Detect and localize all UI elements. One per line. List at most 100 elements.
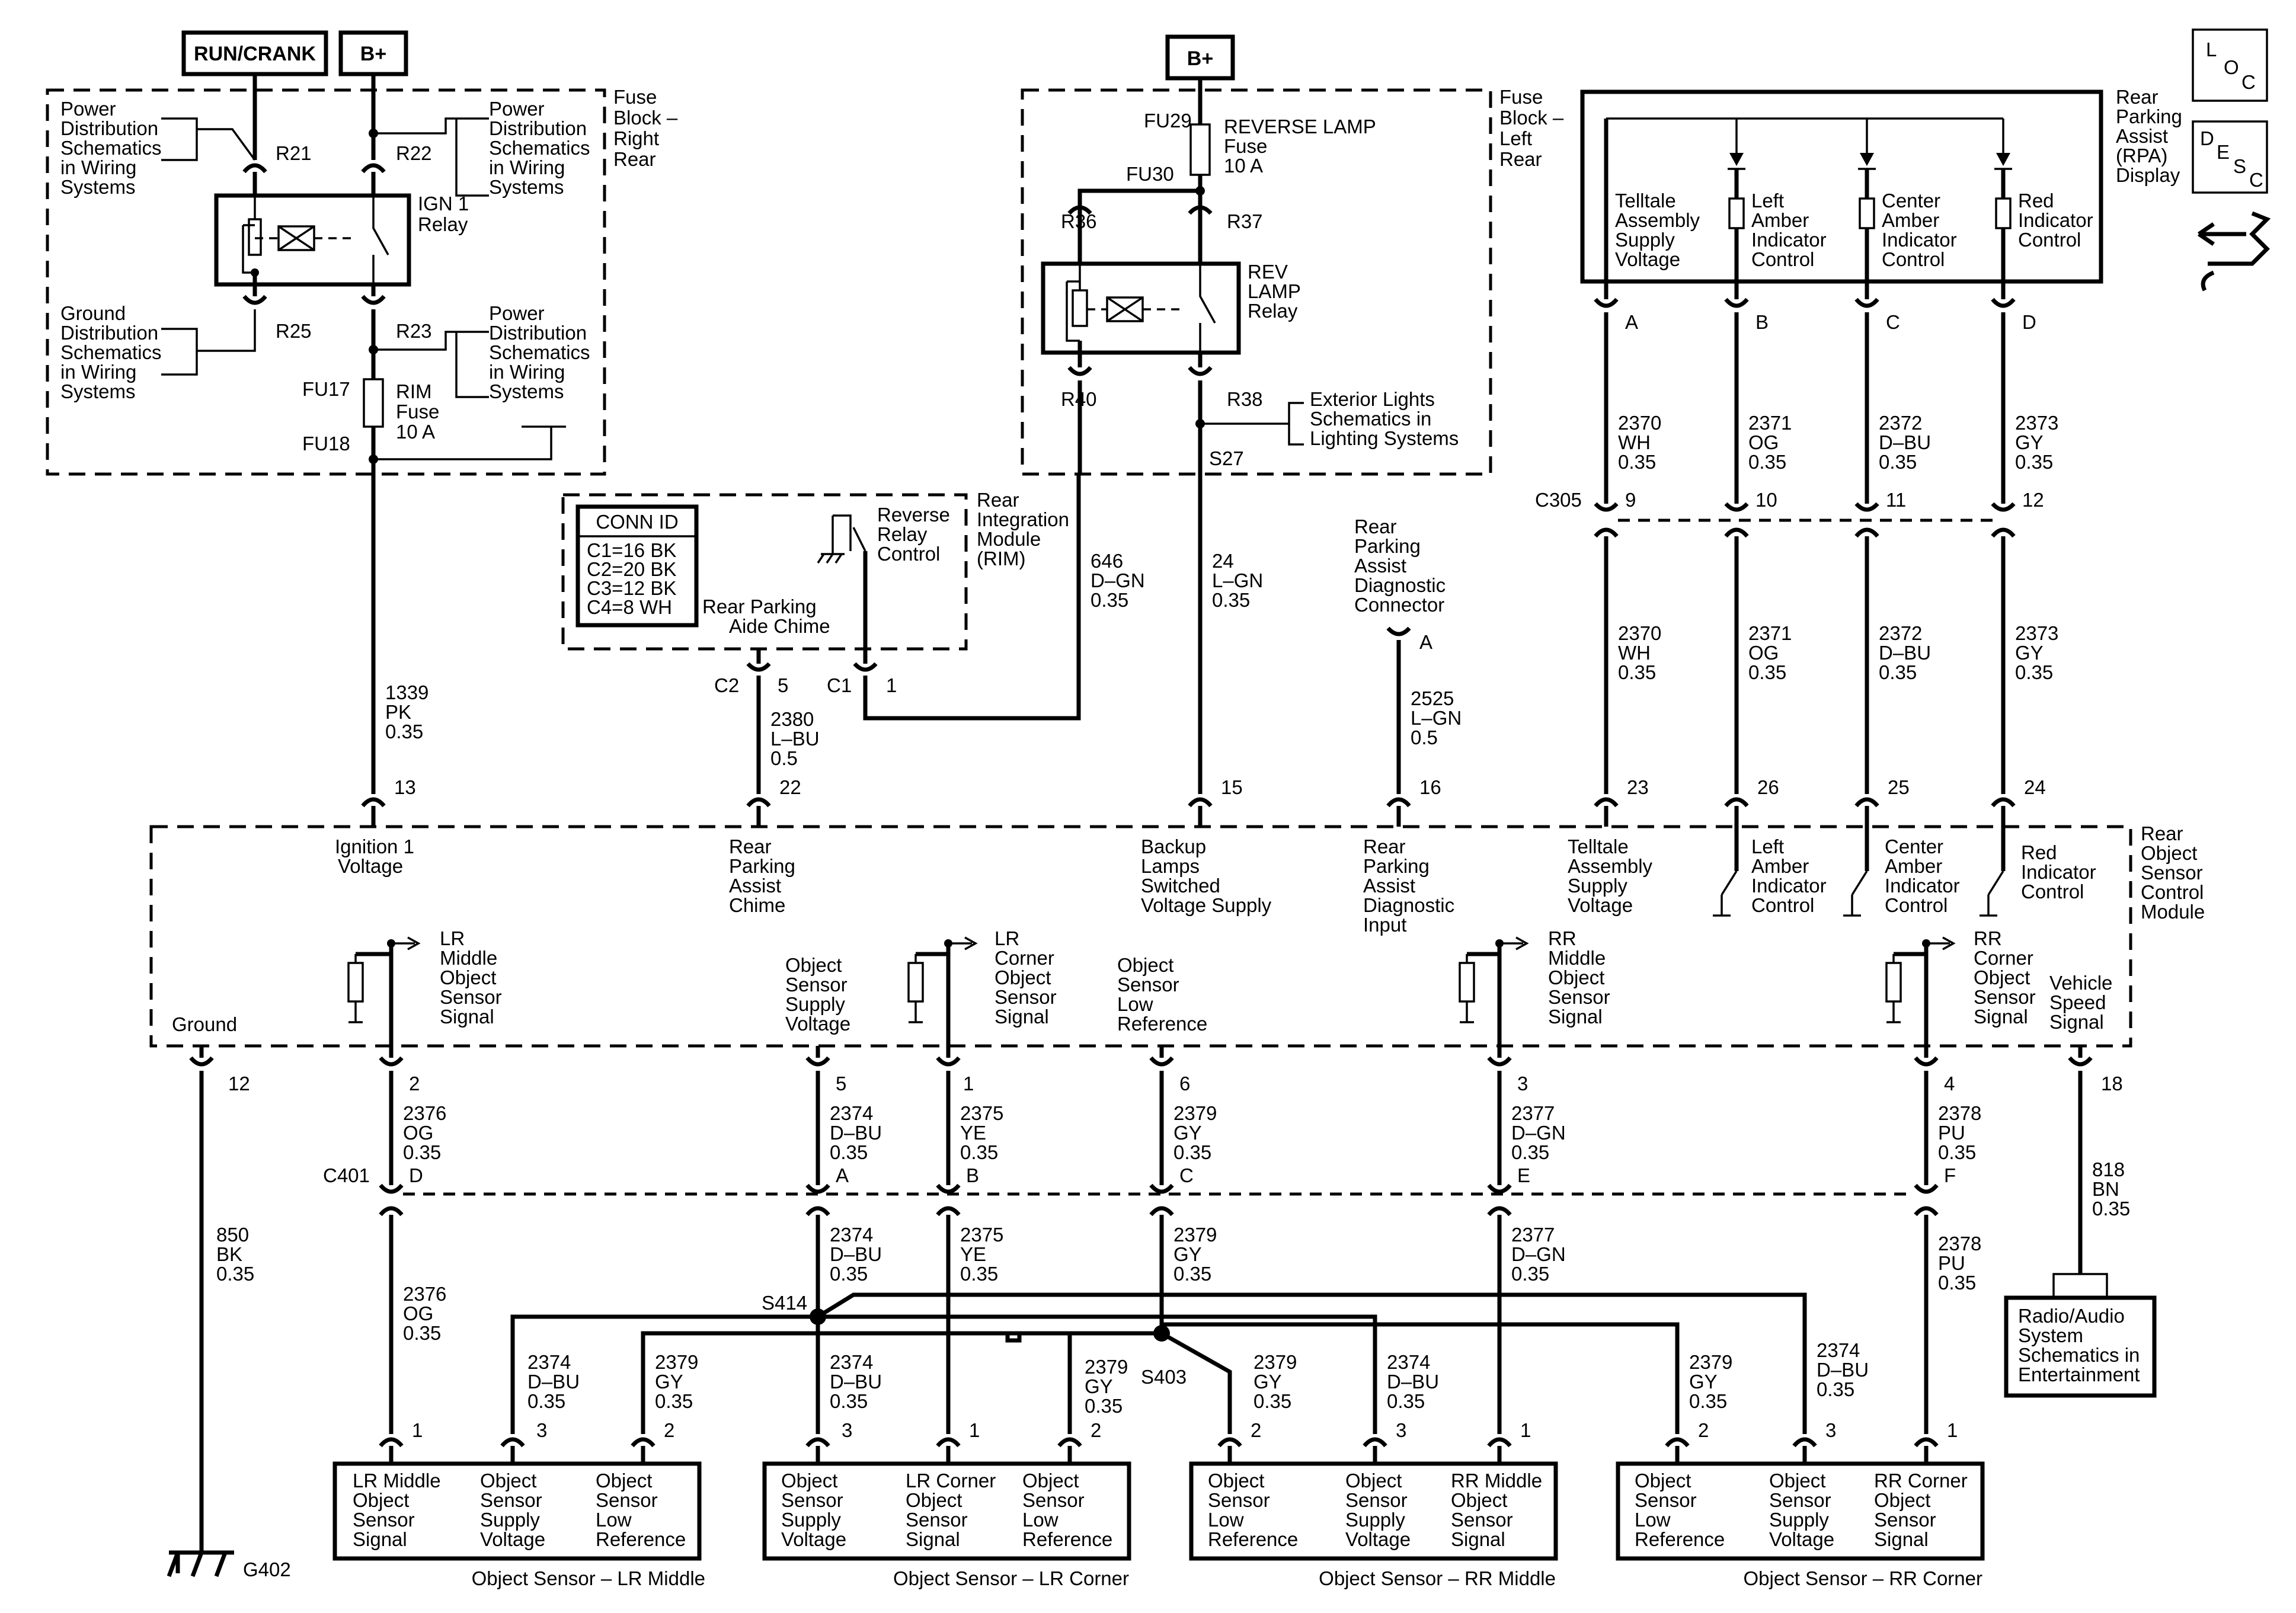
svg-text:C305: C305	[1535, 489, 1582, 511]
fu17-label: FU17	[302, 378, 350, 400]
svg-text:Rear: Rear	[1499, 148, 1542, 170]
svg-text:Voltage: Voltage	[1345, 1528, 1411, 1550]
bplus2-label: B+	[1187, 47, 1213, 70]
sensor-box-lrc	[762, 1461, 1131, 1561]
svg-text:Sensor: Sensor	[994, 986, 1057, 1008]
svg-text:Display: Display	[2116, 164, 2180, 186]
svg-text:Supply: Supply	[1345, 1509, 1405, 1531]
svg-text:2375: 2375	[960, 1224, 1003, 1246]
ground-symbol	[167, 1550, 234, 1577]
lower-wiring: 850 BK 0.35 G402 818 BN 0.35 Radio/Audio…	[167, 1071, 2157, 1580]
svg-text:0.35: 0.35	[527, 1390, 565, 1412]
svg-text:Object: Object	[353, 1489, 409, 1511]
svg-text:3: 3	[842, 1419, 852, 1441]
rev-relay-label-3: Relay	[1248, 300, 1298, 322]
svg-text:Object: Object	[440, 966, 496, 988]
svg-text:LR: LR	[994, 927, 1019, 949]
svg-text:15: 15	[1221, 776, 1243, 798]
svg-text:Schematics in: Schematics in	[1310, 408, 1431, 430]
svg-text:D–BU: D–BU	[830, 1243, 882, 1265]
gnd-ref: Ground Distribution Schematics in Wiring…	[60, 302, 162, 402]
svg-text:L–GN: L–GN	[1212, 569, 1263, 591]
sensor-box-lrm	[332, 1461, 702, 1561]
svg-text:Distribution: Distribution	[489, 322, 587, 344]
svg-text:Exterior Lights: Exterior Lights	[1310, 388, 1435, 410]
svg-text:2379: 2379	[655, 1351, 698, 1373]
svg-text:0.35: 0.35	[1173, 1141, 1211, 1163]
svg-text:E: E	[2217, 141, 2230, 163]
svg-text:Red: Red	[2018, 190, 2054, 212]
fuse-block-left-rear: B+ Fuse Block – Left Rear FU29 FU30 REVE…	[1021, 34, 1564, 794]
r37-label: R37	[1227, 210, 1263, 232]
svg-text:Sensor: Sensor	[1451, 1509, 1513, 1531]
svg-text:Indicator: Indicator	[1885, 875, 1960, 897]
svg-text:0.35: 0.35	[1879, 661, 1917, 683]
svg-text:GY: GY	[2015, 642, 2044, 664]
connector-c401: C401 D A B C E F	[323, 1164, 1956, 1217]
svg-text:Telltale: Telltale	[1615, 190, 1676, 212]
svg-text:Sensor: Sensor	[1974, 986, 2036, 1008]
svg-text:Assist: Assist	[2116, 125, 2168, 147]
svg-text:Corner: Corner	[1974, 947, 2033, 969]
svg-text:1: 1	[1947, 1419, 1958, 1441]
radio-audio-ref-box	[2004, 1295, 2157, 1398]
bplus-label: B+	[360, 43, 386, 65]
svg-text:Low: Low	[1117, 993, 1153, 1015]
svg-text:D–BU: D–BU	[527, 1371, 580, 1393]
svg-text:0.5: 0.5	[1411, 727, 1438, 748]
svg-text:Sensor: Sensor	[1874, 1509, 1936, 1531]
svg-text:0.35: 0.35	[830, 1263, 868, 1285]
rpa-inner-left-amber: Left Amber Indicator Control	[1751, 190, 1827, 270]
svg-text:A: A	[1625, 311, 1638, 333]
rim-outline	[561, 493, 968, 651]
svg-text:12: 12	[2022, 489, 2044, 511]
svg-text:2373: 2373	[2015, 412, 2058, 434]
svg-text:Middle: Middle	[1548, 947, 1606, 969]
svg-text:0.35: 0.35	[403, 1322, 441, 1344]
svg-text:Ground: Ground	[172, 1013, 237, 1035]
supply-rrm	[818, 1314, 1377, 1434]
module-title: Rear Object Sensor Control Module	[2141, 822, 2205, 923]
rpa-wires-top: 2370 WH 0.35 2371 OG 0.35 2372 D–BU 0.35…	[1618, 412, 2058, 473]
svg-text:D: D	[2022, 311, 2036, 333]
ext-lights-ref: Exterior Lights Schematics in Lighting S…	[1310, 388, 1459, 449]
object-sensor-rr-corner: 2 3 1 Object Sensor Low Reference Object…	[1616, 1419, 1985, 1589]
rpa-pins: A B C D	[1594, 297, 2036, 333]
svg-text:Sensor: Sensor	[781, 1489, 843, 1511]
svg-text:Object: Object	[596, 1470, 652, 1492]
svg-text:Supply: Supply	[1769, 1509, 1829, 1531]
rl-fuse-label-3: 10 A	[1224, 155, 1263, 177]
svg-text:850: 850	[216, 1224, 249, 1246]
svg-text:Amber: Amber	[1882, 209, 1939, 231]
svg-text:Sensor: Sensor	[1208, 1489, 1270, 1511]
svg-text:GY: GY	[1173, 1243, 1202, 1265]
svg-text:Rear: Rear	[2116, 86, 2159, 108]
svg-text:OG: OG	[1748, 642, 1779, 664]
svg-text:Entertainment: Entertainment	[2018, 1364, 2140, 1385]
svg-text:Control: Control	[2141, 881, 2204, 903]
chime-label-1: Rear Parking	[702, 596, 817, 617]
svg-text:2379: 2379	[1173, 1102, 1217, 1124]
svg-text:Distribution: Distribution	[60, 117, 158, 139]
connector-tool-icon	[2198, 211, 2271, 292]
svg-text:3: 3	[536, 1419, 547, 1441]
conn-r22-top	[361, 163, 386, 174]
svg-text:0.35: 0.35	[655, 1390, 693, 1412]
svg-text:2371: 2371	[1748, 412, 1792, 434]
svg-text:Amber: Amber	[1751, 209, 1809, 231]
svg-text:0.35: 0.35	[1212, 589, 1250, 611]
rpa-inner-telltale: Telltale Assembly Supply Voltage	[1615, 190, 1700, 270]
svg-text:Module: Module	[2141, 901, 2205, 923]
svg-text:Signal: Signal	[1451, 1528, 1505, 1550]
svg-text:0.35: 0.35	[1173, 1263, 1211, 1285]
svg-text:Low: Low	[1208, 1509, 1244, 1531]
svg-text:Ignition 1: Ignition 1	[335, 836, 414, 857]
svg-text:GY: GY	[1173, 1122, 1202, 1144]
svg-text:0.35: 0.35	[2015, 661, 2053, 683]
svg-text:D–GN: D–GN	[1091, 569, 1145, 591]
rim-title: Rear Integration Module (RIM)	[977, 489, 1069, 569]
fu29-label: FU29	[1144, 110, 1192, 132]
svg-text:Object: Object	[1345, 1470, 1402, 1492]
svg-text:Reference: Reference	[596, 1528, 686, 1550]
svg-text:BK: BK	[216, 1243, 242, 1265]
